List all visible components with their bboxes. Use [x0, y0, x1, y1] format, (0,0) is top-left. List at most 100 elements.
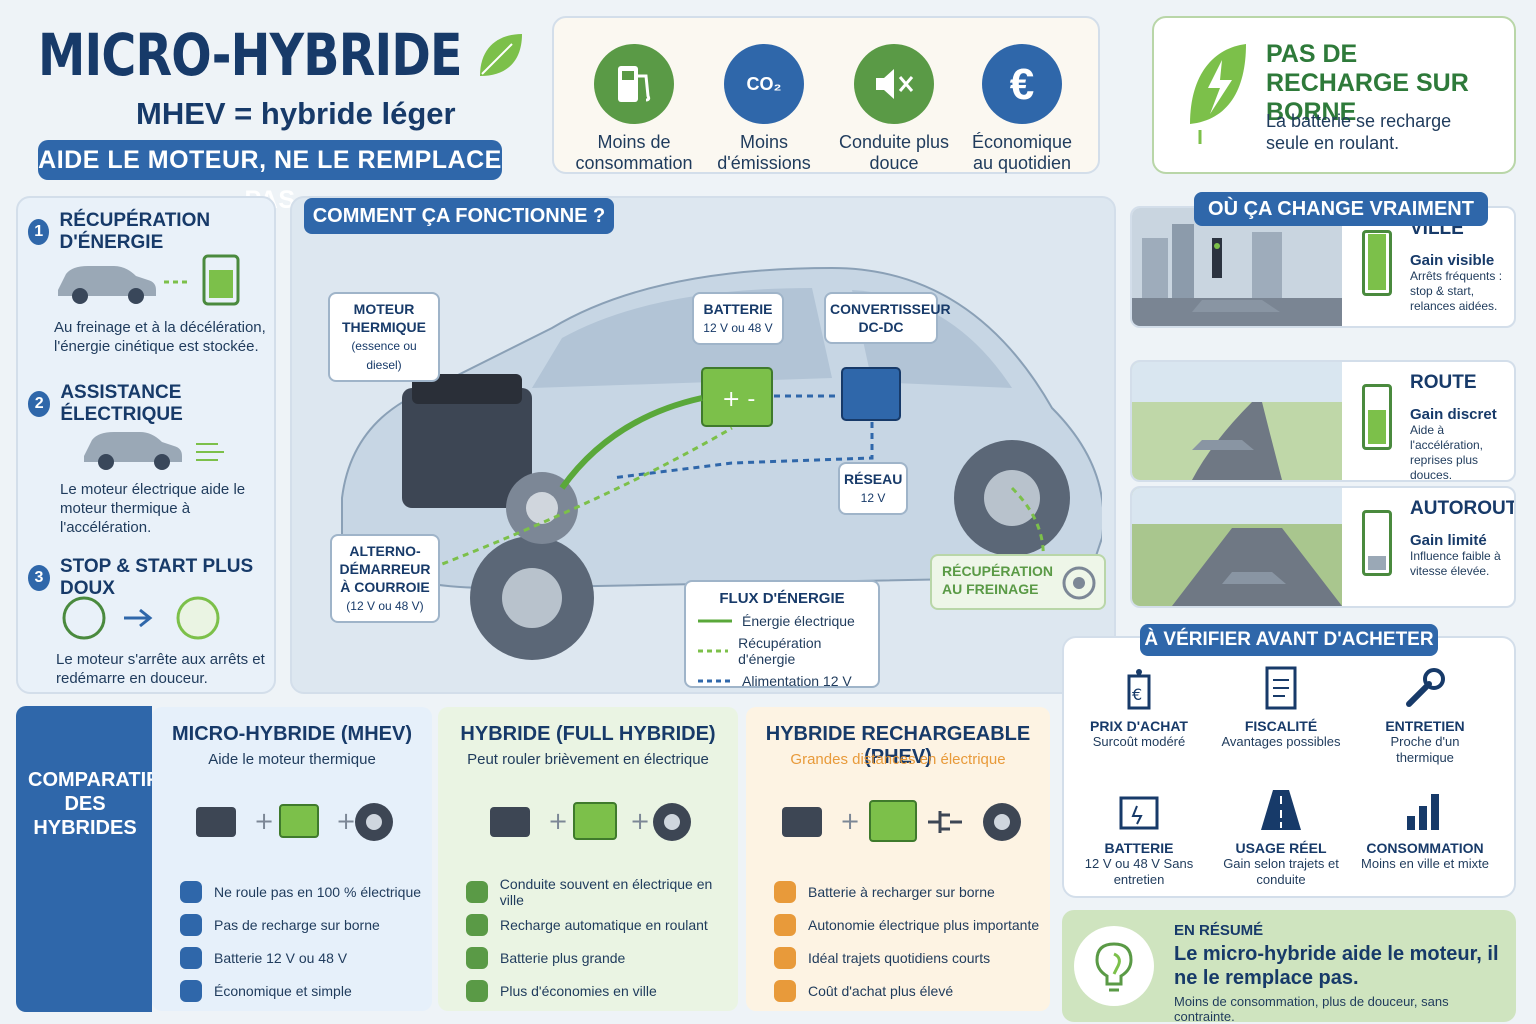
braking-recovery-callout: RÉCUPÉRATION AU FREINAGE	[930, 554, 1106, 610]
benefit-economy: € Économique au quotidien	[962, 44, 1082, 174]
stop-start-illustration	[62, 596, 220, 640]
compare-title: MICRO-HYBRIDE (MHEV)	[172, 723, 412, 745]
benefits-panel: Moins de consommation CO₂ Moins d'émissi…	[552, 16, 1100, 174]
step-3-text: Le moteur s'arrête aux arrêts et redémar…	[56, 651, 265, 687]
benefit-consumption: Moins de consommation	[574, 44, 694, 174]
compare-title: HYBRIDE RECHARGEABLE (PHEV)	[765, 723, 1031, 768]
compare-subtitle: Peut rouler brièvement en électrique	[467, 751, 709, 768]
car-assist-illustration	[84, 432, 224, 470]
zone-desc: Arrêts fréquents : stop & start, relance…	[1410, 269, 1503, 313]
benefit-label: Conduite plus douce	[838, 132, 950, 173]
wrench-icon	[1403, 666, 1447, 710]
zone-gain: Gain visible	[1410, 252, 1495, 269]
battery-fill	[1368, 410, 1386, 444]
compare-subtitle: Grandes distances en électrique	[790, 751, 1006, 768]
compare-point: Coût d'achat plus élevé	[774, 974, 1039, 1007]
compare-full-hybrid: HYBRIDE (FULL HYBRIDE) Peut rouler brièv…	[438, 707, 738, 1011]
no-charge-text: La batterie se recharge seule en roulant…	[1266, 111, 1452, 153]
leaf-icon	[480, 34, 522, 76]
compare-points: Conduite souvent en électrique en ville …	[466, 875, 738, 1007]
compare-point: Plus d'économies en ville	[466, 974, 738, 1007]
summary-label: EN RÉSUMÉ	[1174, 922, 1264, 939]
battery-level-icon	[1362, 510, 1392, 576]
battery-level-icon	[1362, 230, 1392, 296]
compare-title: HYBRIDE (FULL HYBRIDE)	[460, 723, 716, 745]
engine-battery-wheel-icons: + +	[196, 803, 393, 841]
benefit-emissions: CO₂ Moins d'émissions	[704, 44, 824, 174]
tagline-banner: AIDE LE MOTEUR, NE LE REMPLACE PAS	[38, 140, 502, 214]
energy-flow-legend: FLUX D'ÉNERGIE Énergie électrique Récupé…	[684, 580, 880, 689]
compare-points: Ne roule pas en 100 % électrique Pas de …	[180, 875, 421, 1007]
road-illustration	[1132, 362, 1342, 480]
zone-gain: Gain discret	[1410, 406, 1497, 423]
svg-text:+: +	[254, 807, 274, 835]
engine-battery-wheel-icons: + +	[490, 802, 691, 841]
zones-title: OÙ ÇA CHANGE VRAIMENT	[1194, 192, 1488, 226]
compare-point: Ne roule pas en 100 % électrique	[180, 875, 421, 908]
compare-point: Batterie 12 V ou 48 V	[180, 941, 421, 974]
battery-fill	[1368, 234, 1386, 290]
fuel-pump-icon	[594, 44, 674, 124]
zone-desc: Aide à l'accélération, reprises plus dou…	[1410, 423, 1483, 482]
co2-cloud-icon: CO₂	[724, 44, 804, 124]
benefit-label: Économique au quotidien	[971, 132, 1073, 173]
zone-desc: Influence faible à vitesse élevée.	[1410, 549, 1501, 578]
battery-icon	[1117, 788, 1161, 832]
brake-disc-icon	[1062, 566, 1096, 600]
no-charge-title: PAS DE RECHARGE SUR BORNE	[1266, 40, 1469, 126]
road-icon	[1259, 788, 1303, 832]
zone-name: ROUTE	[1410, 372, 1477, 393]
summary-text: Moins de consommation, plus de douceur, …	[1174, 994, 1449, 1024]
compare-point: Pas de recharge sur borne	[180, 908, 421, 941]
compare-point: Batterie plus grande	[466, 941, 738, 974]
compare-subtitle: Aide le moteur thermique	[208, 751, 376, 768]
engine-battery-plug-wheel-icons: +	[782, 800, 1021, 842]
comparison-label: COMPARATIF DES HYBRIDES	[16, 706, 158, 1012]
compare-mhev: MICRO-HYBRIDE (MHEV) Aide le moteur ther…	[152, 707, 432, 1011]
step-2-text: Le moteur électrique aide le moteur ther…	[60, 481, 246, 536]
engine-callout: MOTEUR THERMIQUE(essence ou diesel)	[328, 292, 440, 382]
compare-point: Batterie à recharger sur borne	[774, 875, 1039, 908]
summary-panel: EN RÉSUMÉ Le micro-hybride aide le moteu…	[1062, 910, 1516, 1024]
converter-callout: CONVERTISSEUR DC-DC	[824, 292, 951, 344]
highway-illustration	[1132, 488, 1342, 606]
zone-gain: Gain limité	[1410, 532, 1487, 549]
compare-point: Recharge automatique en roulant	[466, 908, 738, 941]
battery-level-icon	[1362, 384, 1392, 450]
svg-text:+: +	[630, 807, 650, 835]
compare-point: Économique et simple	[180, 974, 421, 1007]
no-charge-panel: PAS DE RECHARGE SUR BORNE La batterie se…	[1152, 16, 1516, 174]
city-illustration	[1132, 208, 1342, 326]
summary-headline: Le micro-hybride aide le moteur, il ne l…	[1174, 943, 1499, 989]
svg-text:+ -: + -	[722, 387, 755, 412]
euro-icon: €	[982, 44, 1062, 124]
page-title: MICRO-HYBRIDE	[38, 21, 463, 89]
zone-name: AUTOROUTE	[1410, 498, 1514, 519]
checklist-title: À VÉRIFIER AVANT D'ACHETER	[1140, 624, 1438, 656]
compare-phev: HYBRIDE RECHARGEABLE (PHEV) Grandes dist…	[746, 707, 1050, 1011]
compare-point: Idéal trajets quotidiens courts	[774, 941, 1039, 974]
benefit-label: Moins de consommation	[575, 132, 693, 173]
compare-point: Autonomie électrique plus importante	[774, 908, 1039, 941]
price-tag-icon: €	[1117, 666, 1161, 710]
car-cutaway-illustration: + -	[341, 266, 1102, 660]
svg-text:€: €	[1132, 685, 1142, 704]
page-subtitle: MHEV = hybride léger	[136, 96, 456, 131]
step-1-text: Au freinage et à la décélération, l'éner…	[54, 319, 266, 355]
svg-text:+: +	[548, 807, 568, 835]
compare-point: Conduite souvent en électrique en ville	[466, 875, 738, 908]
